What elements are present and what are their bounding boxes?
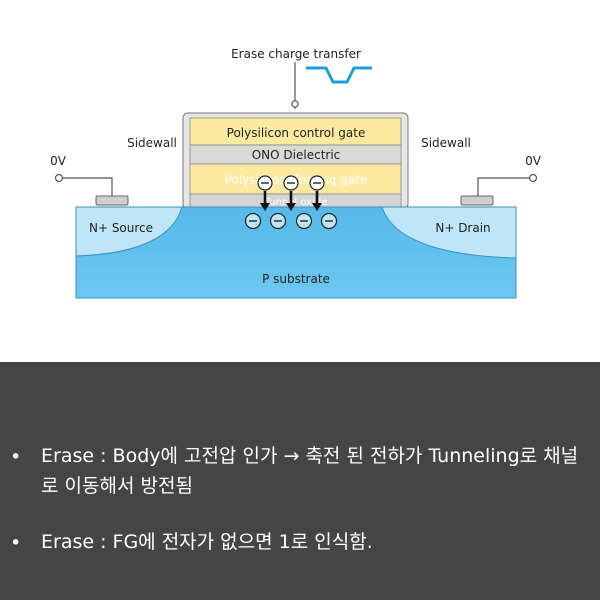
down-arrow-icon — [286, 191, 296, 211]
source-region — [75, 206, 183, 257]
electron-ch-3 — [295, 212, 313, 230]
voltage-right-label: 0V — [525, 154, 542, 168]
source-terminal — [54, 173, 64, 183]
ono-label: ONO Dielectric — [252, 148, 341, 162]
tunnel-oxide-label: Tunnel oxide — [264, 197, 328, 208]
drain-label: N+ Drain — [435, 221, 490, 235]
bullet-icon: • — [10, 446, 22, 468]
bullet-icon: • — [10, 532, 22, 554]
erase-charge-transfer-label: Erase charge transfer — [231, 47, 361, 61]
source-contact — [95, 195, 129, 206]
erase-pulse-waveform — [306, 66, 372, 84]
electron-ch-2 — [269, 212, 287, 230]
drain-region — [381, 206, 517, 259]
flash-cell-svg: Erase charge transfer Sidewall Sidewall … — [50, 47, 542, 299]
note-item-1: Erase : Body에 고전압 인가 → 축전 된 전하가 Tunnelin… — [41, 445, 579, 497]
drain-wire — [477, 177, 530, 198]
control-gate-label: Polysilicon control gate — [227, 126, 366, 140]
source-label: N+ Source — [89, 221, 153, 235]
gate-terminal — [291, 100, 299, 108]
voltage-left-label: 0V — [50, 154, 67, 168]
control-gate-layer — [189, 117, 402, 146]
flash-cell-diagram: Erase charge transfer Sidewall Sidewall … — [50, 47, 542, 299]
down-arrow-icon — [260, 191, 270, 211]
source-wire — [62, 177, 113, 198]
tunneling-arrows — [260, 191, 322, 211]
electron-ch-4 — [320, 212, 338, 230]
drain-terminal — [528, 173, 538, 183]
substrate-label: P substrate — [262, 272, 330, 286]
drain-contact — [460, 195, 494, 206]
electron-fg-3 — [309, 175, 325, 191]
electron-fg-2 — [283, 175, 299, 191]
note-item-2: Erase : FG에 전자가 없으면 1로 인식함. — [41, 531, 373, 553]
electron-ch-1 — [244, 212, 262, 230]
floating-gate-electrons — [257, 175, 325, 191]
electron-fg-1 — [257, 175, 273, 191]
sidewall-left-label: Sidewall — [127, 136, 177, 150]
notes-panel: • Erase : Body에 고전압 인가 → 축전 된 전하가 Tunnel… — [0, 362, 600, 600]
sidewall-right-label: Sidewall — [421, 136, 471, 150]
channel-electrons — [244, 212, 338, 230]
down-arrow-icon — [312, 191, 322, 211]
